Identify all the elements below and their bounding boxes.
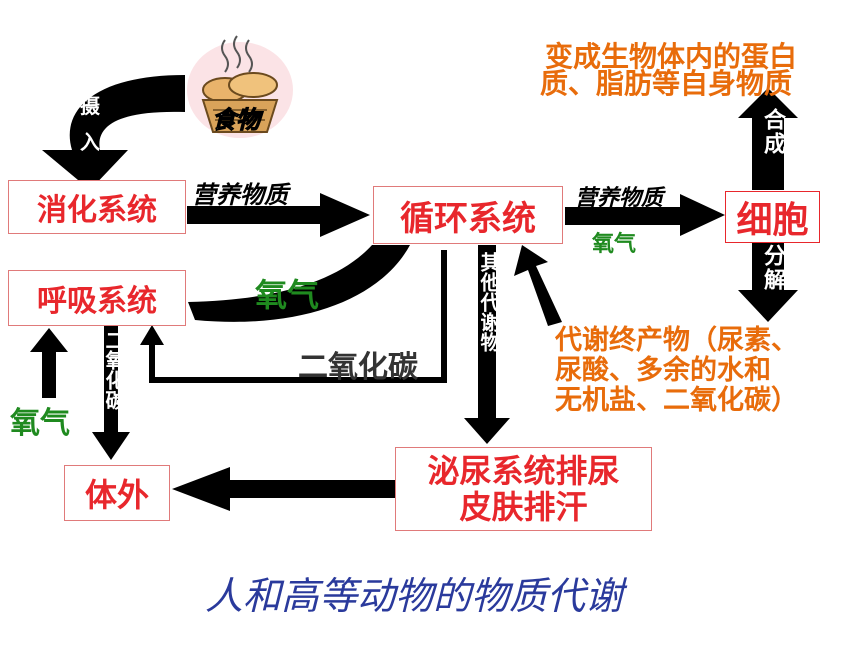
co2-horizontal-label: 二氧化碳	[298, 350, 418, 385]
food-label: 食物	[212, 106, 261, 135]
ingest-label-2: 入	[80, 130, 100, 154]
end-products-line-1: 代谢终产物（尿素、	[555, 325, 798, 356]
become-self-material-line-1: 变成生物体内的蛋白	[545, 40, 798, 73]
excretion-line-1: 泌尿系统排尿	[427, 452, 620, 490]
oxygen-to-respiratory-label: 氧气	[255, 276, 320, 314]
ingest-label-1: 摄	[80, 94, 100, 118]
decomposition-label: 分解	[760, 244, 785, 292]
digestive-system-box: 消化系统	[8, 180, 186, 234]
other-metabolites-label: 其他代谢物	[477, 252, 501, 352]
circulatory-system-box: 循环系统	[373, 186, 563, 244]
page-title: 人和高等动物的物质代谢	[205, 574, 624, 618]
co2-path-arrowhead	[140, 325, 164, 345]
bread-basket-icon	[185, 30, 295, 140]
respiratory-system-box: 呼吸系统	[8, 270, 186, 326]
end-products-line-3: 无机盐、二氧化碳）	[555, 385, 798, 416]
co2-vertical-label: 二氧化碳	[102, 330, 126, 410]
arrow-cell-decomposition	[738, 242, 798, 322]
arrow-circulatory-to-excretion	[464, 245, 510, 444]
arrow-digestive-to-circulatory	[187, 193, 370, 237]
outside-body-box: 体外	[64, 465, 170, 521]
ingest-arrow	[42, 75, 185, 190]
oxygen-inhale-label: 氧气	[10, 406, 70, 441]
cell-box: 细胞	[725, 191, 820, 243]
arrow-excretion-to-outside	[172, 467, 395, 511]
arrow-circulatory-to-cell	[565, 194, 725, 236]
excretion-line-2: 皮肤排汗	[459, 488, 588, 526]
nutrients-label-1: 营养物质	[192, 181, 288, 209]
arrow-respiratory-to-outside	[92, 326, 130, 460]
arrow-outside-to-respiratory	[30, 328, 68, 398]
end-products-line-2: 尿酸、多余的水和	[555, 355, 771, 386]
nutrients-label-2: 营养物质	[575, 186, 664, 211]
excretion-box: 泌尿系统排尿 皮肤排汗	[395, 447, 652, 531]
oxygen-to-cell-label: 氧气	[592, 232, 637, 257]
oxygen-curve-arrow	[188, 245, 410, 322]
co2-path-line	[149, 250, 447, 383]
arrow-cell-synthesis	[738, 88, 798, 190]
arrow-endproducts-to-circulatory	[514, 245, 562, 326]
become-self-material-line-2: 质、脂肪等自身物质	[540, 67, 793, 100]
synthesis-label: 合成	[760, 108, 785, 156]
